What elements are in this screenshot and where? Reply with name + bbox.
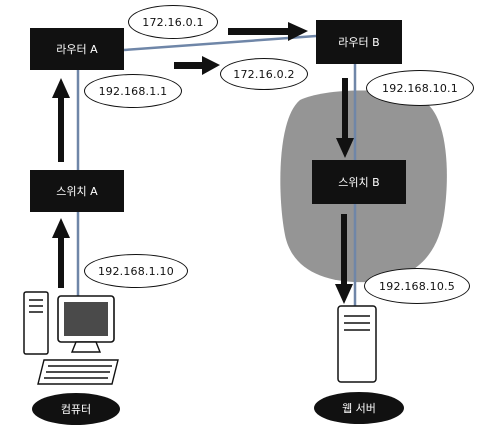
computer-tower-icon	[23, 291, 49, 355]
arrow-routerA-to-routerB-lower	[174, 56, 220, 75]
packet-arrows	[52, 22, 354, 304]
computer-label: 컴퓨터	[32, 393, 120, 425]
ip-bubble-web-server: 192.168.10.5	[364, 268, 470, 304]
keyboard-icon	[37, 359, 119, 385]
ip-bubble-computer: 192.168.1.10	[84, 254, 188, 288]
switch-a-box[interactable]: 스위치 A	[30, 170, 124, 212]
arrow-computer-to-switchA	[52, 218, 70, 288]
arrow-switchA-to-routerA	[52, 78, 70, 162]
web-server-icon	[337, 305, 377, 383]
ip-bubble-router-a-lan: 192.168.1.1	[84, 74, 182, 108]
ip-bubble-router-a-wan: 172.16.0.1	[128, 5, 218, 39]
web-server-label: 웹 서버	[314, 392, 404, 424]
ip-bubble-router-b-wan: 172.16.0.2	[220, 58, 308, 90]
monitor-icon	[57, 295, 115, 353]
arrow-switchB-to-server	[335, 214, 353, 304]
router-a-box[interactable]: 라우터 A	[30, 28, 124, 70]
switch-b-box[interactable]: 스위치 B	[312, 160, 406, 204]
arrow-routerB-to-switchB	[336, 78, 354, 158]
cable-lines	[76, 34, 357, 308]
cable-routerA-routerB	[123, 34, 317, 52]
router-b-box[interactable]: 라우터 B	[316, 20, 402, 64]
ip-bubble-router-b-lan: 192.168.10.1	[366, 70, 474, 106]
arrow-routerA-to-routerB-upper	[228, 22, 308, 41]
